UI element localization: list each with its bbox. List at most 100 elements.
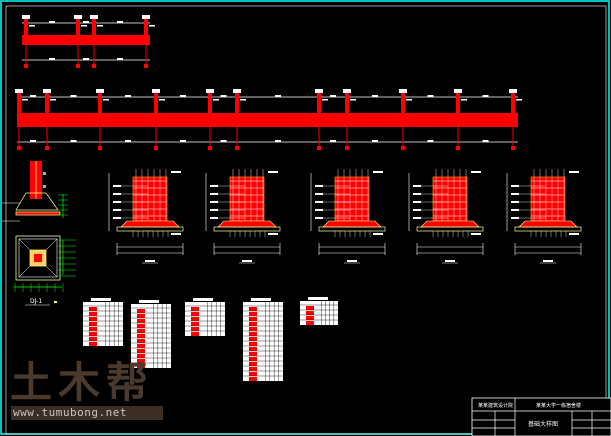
column-stub <box>154 91 158 113</box>
column-label <box>509 89 517 93</box>
rebar-label <box>268 171 278 173</box>
rebar-label <box>471 171 481 173</box>
column-stub <box>235 91 239 113</box>
dim-text <box>406 99 412 101</box>
pile-cap-mark <box>235 146 239 150</box>
rebar-cell <box>137 329 145 333</box>
schedule-table-1 <box>83 298 123 346</box>
rebar-cell <box>191 322 199 326</box>
rebar-label <box>210 217 218 219</box>
column-label <box>43 89 51 93</box>
rebar-label <box>511 209 519 211</box>
rebar-cell <box>89 317 97 321</box>
rebar-cell <box>249 322 257 326</box>
top-beam-elevation <box>22 15 155 68</box>
rebar-cell <box>89 322 97 326</box>
rebar-cell <box>249 367 257 371</box>
rebar-cell <box>249 337 257 341</box>
rebar-cell <box>137 344 145 348</box>
rebar-cell <box>137 364 145 368</box>
column-label <box>96 89 104 93</box>
dim-text <box>427 140 434 142</box>
dim-text <box>70 95 77 97</box>
column-label <box>142 15 150 19</box>
rebar-label <box>315 193 323 195</box>
foundation-section-3 <box>310 169 386 264</box>
dim-text <box>149 25 155 27</box>
footing-base <box>514 226 582 232</box>
section-title <box>242 260 252 262</box>
dim-text <box>427 95 434 97</box>
column-section <box>229 176 265 222</box>
rebar-label <box>171 233 181 235</box>
dim-text <box>117 21 123 23</box>
rebar-label <box>569 171 579 173</box>
column-stub <box>345 91 349 113</box>
dim-text <box>482 140 489 142</box>
pile-cap-mark <box>76 64 80 68</box>
section-title <box>145 260 155 262</box>
footing-slope <box>120 220 180 228</box>
column-label <box>74 15 82 19</box>
rebar-label <box>113 217 121 219</box>
footing-base <box>15 211 61 216</box>
dim-text <box>81 25 87 27</box>
rebar-cell <box>137 359 145 363</box>
rebar-cell <box>191 327 199 331</box>
dim-text <box>22 99 28 101</box>
rebar-cell <box>137 339 145 343</box>
table-title <box>139 300 159 303</box>
column-label <box>315 89 323 93</box>
pile-cap-mark <box>24 64 28 68</box>
column-stub <box>144 17 148 35</box>
rebar-cell <box>137 324 145 328</box>
dim-text <box>83 21 89 23</box>
dim-text <box>372 140 378 142</box>
column-label <box>233 89 241 93</box>
pile-cap-mark <box>208 146 212 150</box>
column-label <box>15 89 23 93</box>
rebar-cell <box>249 317 257 321</box>
rebar-label <box>511 185 519 187</box>
rebar-label <box>315 185 323 187</box>
long-beam-elevation <box>15 89 522 150</box>
dim-text <box>97 25 103 27</box>
schedule-table-4 <box>243 298 283 381</box>
column-label <box>206 89 214 93</box>
drawing-frame <box>5 5 607 435</box>
rebar-cell <box>137 309 145 313</box>
column-stub <box>45 91 49 113</box>
title-block-project: 某某大学一栋宿舍楼 <box>536 403 582 409</box>
dim-text <box>180 140 186 142</box>
section-label: DJ-1 <box>30 298 43 305</box>
footing-slope <box>518 220 578 228</box>
schedule-table-5 <box>300 297 338 325</box>
foundation-section-4 <box>408 169 484 264</box>
rebar-label <box>113 185 121 187</box>
rebar-label <box>210 185 218 187</box>
rebar-label <box>413 185 421 187</box>
pile-cap-mark <box>17 146 21 150</box>
rebar-cell <box>89 327 97 331</box>
rebar-label <box>268 233 278 235</box>
dim-text <box>49 21 55 23</box>
dim-text <box>330 140 336 142</box>
column-label <box>22 15 30 19</box>
dim-text <box>330 95 336 97</box>
section-title <box>445 260 455 262</box>
column-section <box>334 176 370 222</box>
table-title <box>308 297 328 300</box>
title-block <box>471 397 611 436</box>
dim-text <box>482 95 489 97</box>
rebar-label <box>413 209 421 211</box>
footing-slope <box>322 220 382 228</box>
tag <box>43 172 46 175</box>
column-stub <box>98 91 102 113</box>
column-label <box>399 89 407 93</box>
dim-text <box>30 95 36 97</box>
section-title <box>347 260 357 262</box>
column-stub <box>24 17 28 35</box>
pile-cap-mark <box>456 146 460 150</box>
